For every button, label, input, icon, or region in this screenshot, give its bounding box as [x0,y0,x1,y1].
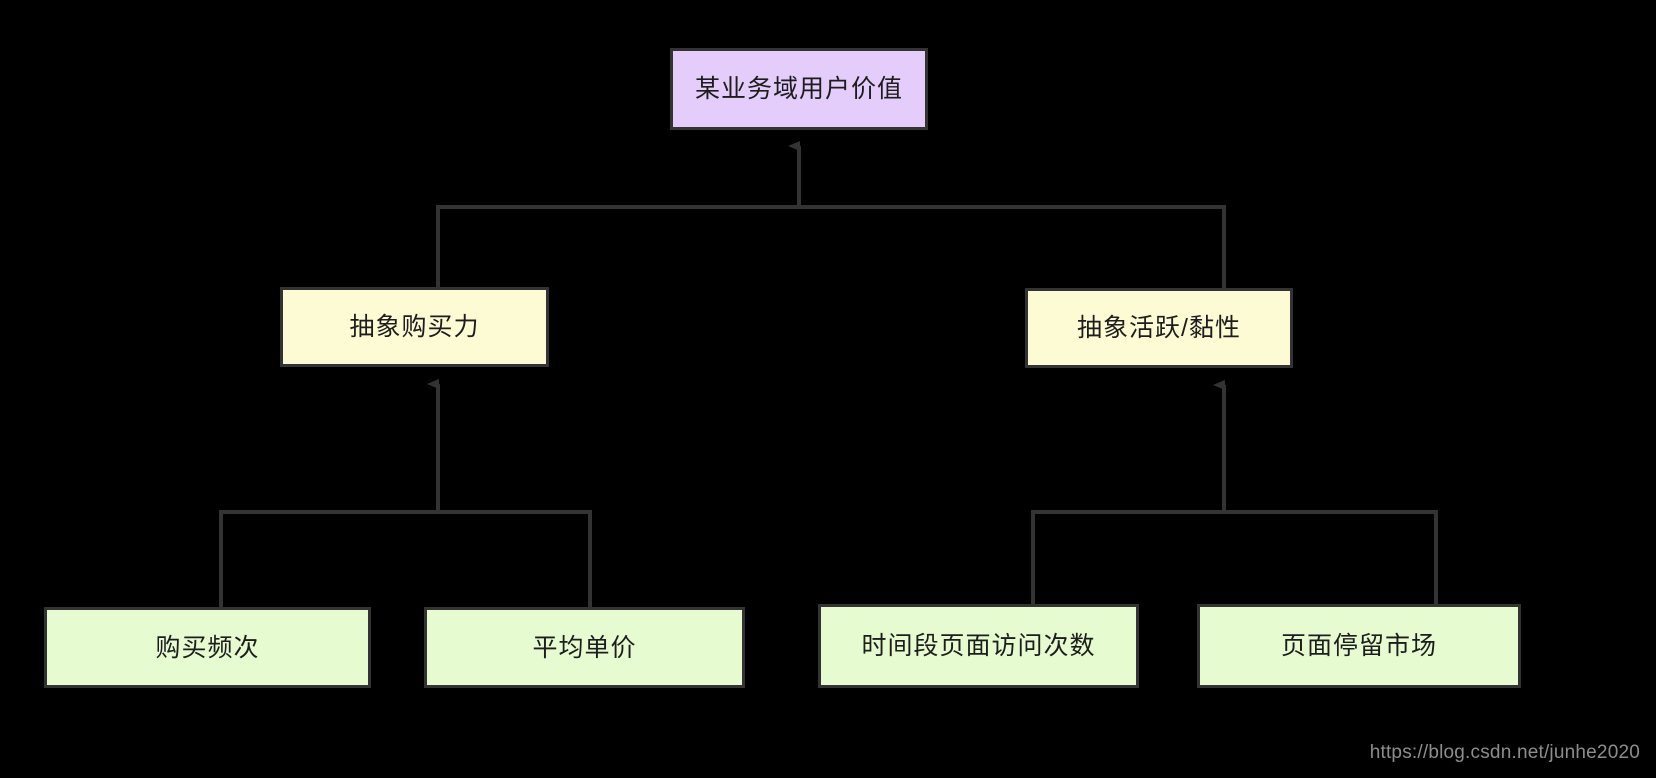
edge-group-leaves-to-midleft [219,379,592,607]
node-mid-left[interactable]: 抽象购买力 [280,287,549,367]
edge-leaf4-to-midright [1224,510,1438,604]
edge-leaf2-to-midleft [438,510,592,607]
edge-leaf1-to-midleft [219,510,438,607]
watermark-url: https://blog.csdn.net/junhe2020 [1369,742,1640,763]
node-leaf-average-price[interactable]: 平均单价 [424,607,745,688]
node-leaf-page-dwell[interactable]: 页面停留市场 [1197,604,1521,688]
node-leaf-purchase-frequency[interactable]: 购买频次 [44,607,371,688]
node-mid-right[interactable]: 抽象活跃/黏性 [1025,288,1293,368]
edge-leaf3-to-midright [1031,510,1224,604]
node-root[interactable]: 某业务域用户价值 [670,48,928,130]
edge-group-leaves-to-midright [1031,380,1438,604]
node-leaf-page-visits[interactable]: 时间段页面访问次数 [818,604,1139,688]
